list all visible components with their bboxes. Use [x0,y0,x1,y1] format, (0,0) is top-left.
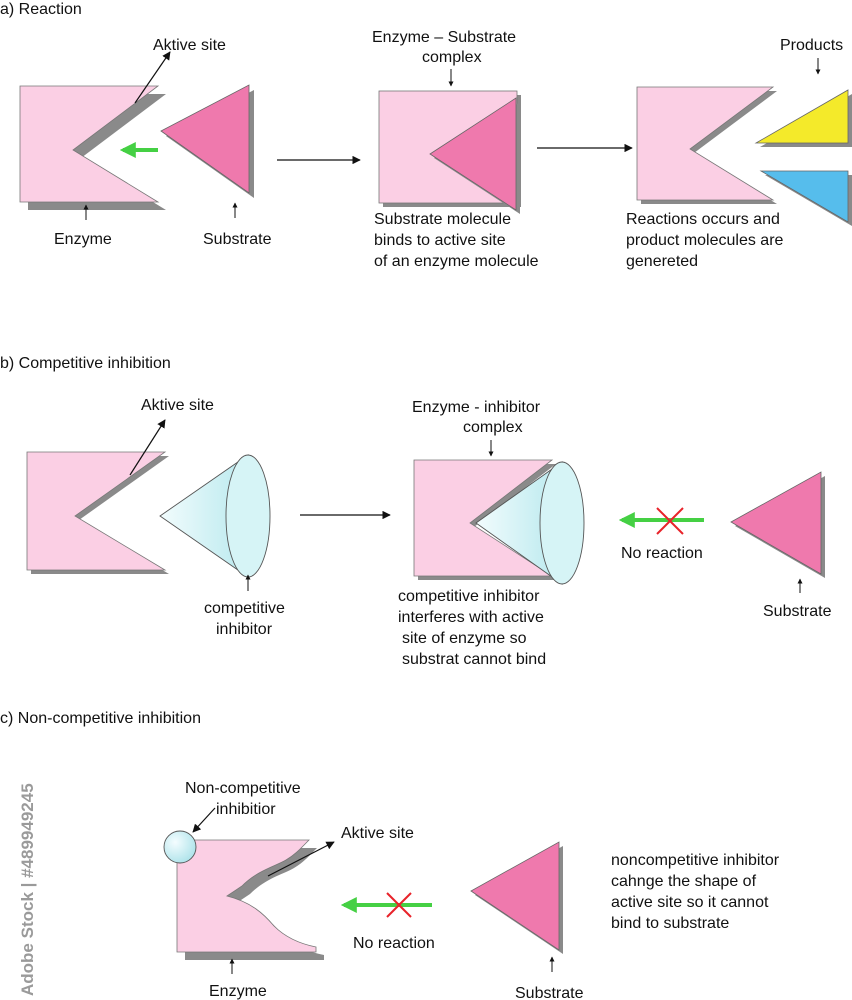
desc-b-line1: competitive inhibitor [398,588,540,605]
noncompetitive-inhibitor-ball [163,830,197,864]
section-b-competitive-inhibition: b) Competitive inhibition Aktive site co… [0,355,832,668]
no-reaction-x-c [386,892,412,918]
desc-c-line3: active site so it cannot [611,894,769,911]
watermark-text: Adobe Stock | #489949245 [18,783,37,996]
enzyme-a [19,85,166,210]
active-site-arrow-a [134,51,171,104]
desc-b-line4: substrat cannot bind [402,651,546,668]
no-reaction-label-b: No reaction [621,545,703,562]
enzyme-substrate-complex [378,90,521,214]
desc1-line2: binds to active site [374,232,506,249]
products-label: Products [780,37,843,54]
product-yellow [754,89,852,147]
section-c-noncompetitive-inhibition: c) Non-competitive inhibition Non-compet… [0,710,780,1000]
desc1-line3: of an enzyme molecule [374,253,539,270]
complex-label-a-line2: complex [422,49,482,66]
active-site-label-b: Aktive site [141,397,214,414]
enzyme-b [26,451,169,574]
substrate-b [730,471,825,578]
section-c-title: c) Non-competitive inhibition [0,710,201,727]
inhibitor-label-c-line1: Non-competitive [185,780,301,797]
section-b-title: b) Competitive inhibition [0,355,171,372]
complex-label-b-line2: complex [463,419,523,436]
substrate-label-c: Substrate [515,985,584,1000]
substrate-a [160,84,254,198]
no-reaction-x-b [656,507,684,535]
complex-label-b-line1: Enzyme - inhibitor [412,399,541,416]
active-site-label-a: Aktive site [153,37,226,54]
desc-c-line4: bind to substrate [611,915,729,932]
desc-c-line2: cahnge the shape of [611,873,757,890]
competitive-inhibitor-cone [159,454,271,578]
substrate-label-a: Substrate [203,231,272,248]
desc-b-line2: interferes with active [398,609,544,626]
complex-label-a-line1: Enzyme – Substrate [372,29,516,46]
desc2-line2: product molecules are [626,232,784,249]
inhibitor-pointer-c [192,807,216,833]
no-reaction-label-c: No reaction [353,935,435,952]
enzyme-a-after [636,86,777,204]
product-blue [759,170,852,226]
active-site-arrow-b [129,419,166,476]
enzyme-inhibitor-complex [413,459,585,585]
section-a-title: a) Reaction [0,1,82,18]
desc2-line1: Reactions occurs and [626,211,780,228]
inhibitor-label-c-line2: inhibitior [216,801,276,818]
inhibitor-label-b-line1: competitive [204,600,285,617]
desc2-line3: genereted [626,253,698,270]
enzyme-label-a: Enzyme [54,231,112,248]
desc-b-line3: site of enzyme so [402,630,527,647]
inhibitor-label-b-line2: inhibitor [216,621,273,638]
active-site-arrow-c [267,841,335,877]
active-site-label-c: Aktive site [341,825,414,842]
desc1-line1: Substrate molecule [374,211,511,228]
section-a-reaction: a) Reaction Aktive site Enzyme Substrate… [0,1,852,270]
substrate-label-b: Substrate [763,603,832,620]
substrate-c [470,841,563,954]
enzyme-c [176,839,324,960]
desc-c-line1: noncompetitive inhibitor [611,852,780,869]
enzyme-label-c: Enzyme [209,983,267,1000]
